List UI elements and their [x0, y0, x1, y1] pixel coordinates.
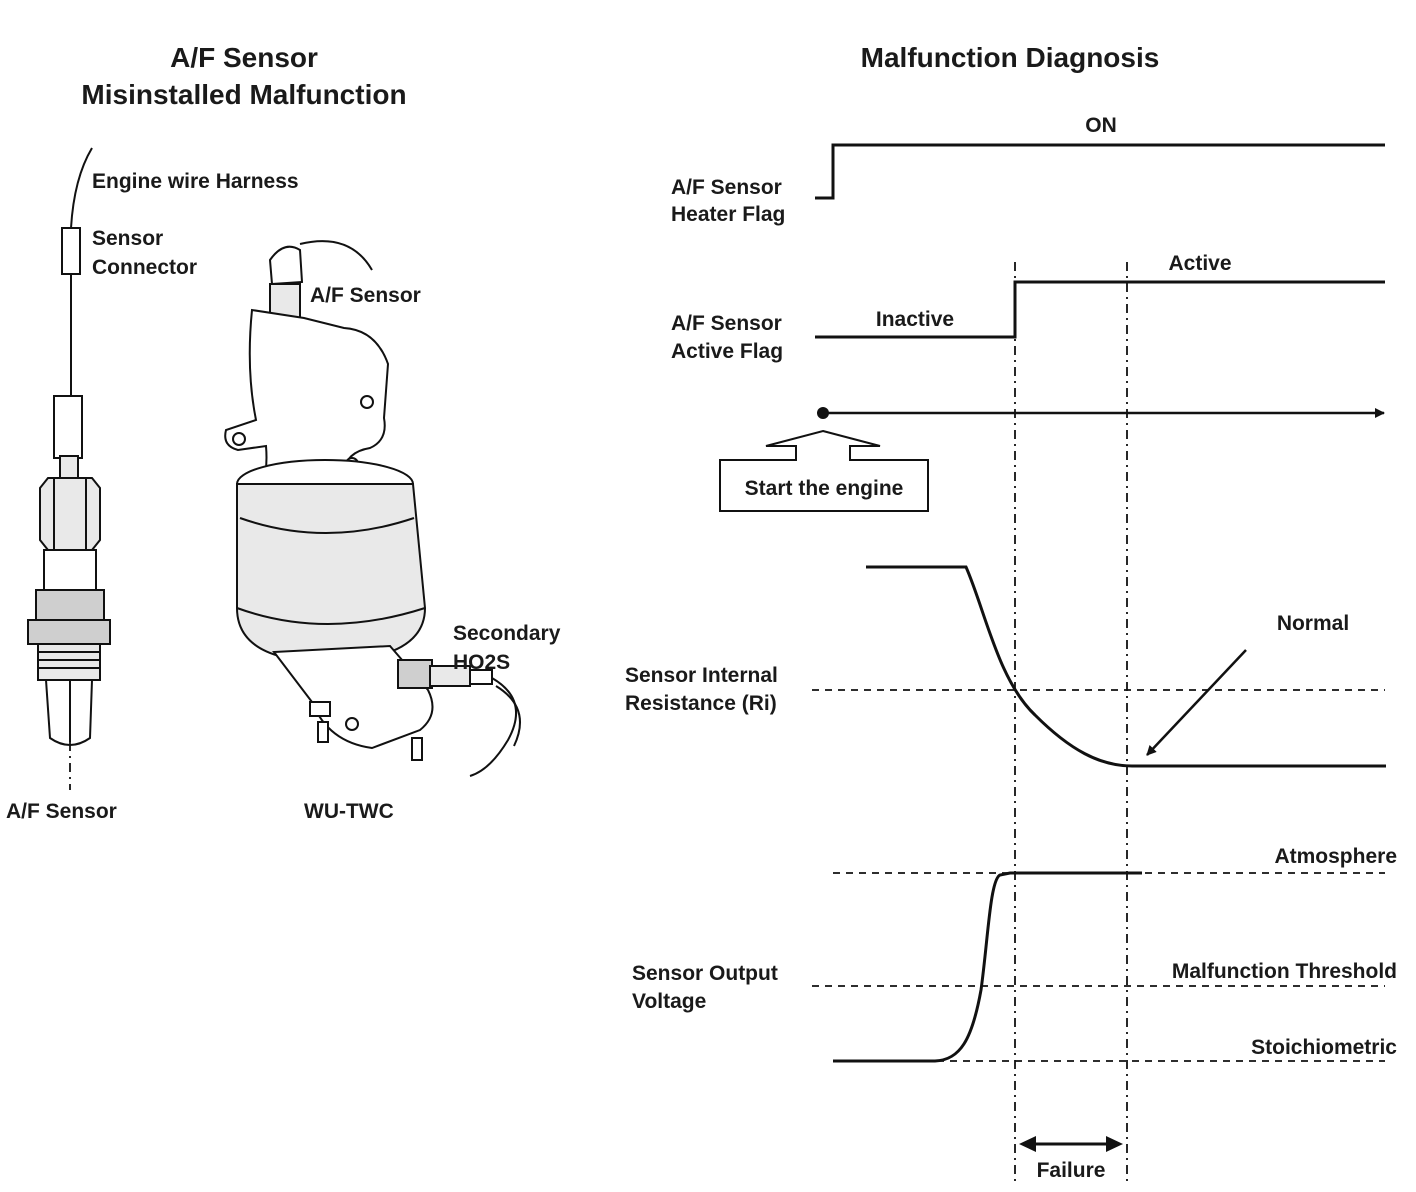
left-panel: A/F Sensor Misinstalled Malfunction — [6, 42, 561, 823]
left-title-line1: A/F Sensor — [170, 42, 318, 73]
outlet-stud-3 — [411, 737, 423, 761]
wutwc-caption: WU-TWC — [304, 800, 394, 823]
heater-flag-label-line1: A/F Sensor — [671, 176, 782, 199]
harness-wire-upper — [70, 147, 93, 229]
normal-pointer-arrow — [1146, 649, 1247, 756]
malfunction-threshold-label: Malfunction Threshold — [1172, 960, 1397, 983]
flange-bolt-hole-1 — [232, 432, 246, 446]
sensor-sleeve — [43, 549, 97, 591]
active-flag-label-line1: A/F Sensor — [671, 312, 782, 335]
voltage-label-line2: Voltage — [632, 990, 706, 1013]
catalyst-shell — [236, 483, 427, 664]
flange-bolt-hole-3 — [360, 395, 374, 409]
timeline: Start the engine — [719, 407, 1385, 512]
voltage-label-line1: Sensor Output — [632, 962, 778, 985]
outlet-flange — [272, 644, 434, 750]
stoichiometric-label: Stoichiometric — [1251, 1036, 1397, 1059]
sensor-hex-nut — [35, 589, 105, 621]
heater-flag-trace — [815, 143, 1385, 200]
secondary-ho2s-cable — [469, 677, 517, 777]
resistance-trace — [866, 565, 1386, 768]
sensor-cable-boot — [53, 395, 83, 459]
voltage-trace — [833, 871, 1142, 1063]
sensor-gasket — [27, 619, 111, 645]
active-flag-label-line2: Active Flag — [671, 340, 783, 363]
af-sensor-upper-label: A/F Sensor — [310, 284, 421, 307]
secondary-ho2s-hex — [397, 659, 433, 689]
sensor-connector-label-line2: Connector — [92, 256, 197, 279]
start-engine-label: Start the engine — [745, 477, 904, 500]
heater-flag-signal: A/F Sensor Heater Flag ON — [671, 114, 1385, 226]
heater-on-label: ON — [1085, 114, 1117, 137]
sensor-connector-label-line1: Sensor — [92, 227, 163, 250]
start-engine-callout — [719, 429, 929, 512]
atmosphere-label: Atmosphere — [1274, 845, 1397, 868]
right-panel: Malfunction Diagnosis A/F Sensor Heater … — [625, 42, 1397, 1184]
secondary-ho2s-boot — [469, 669, 493, 685]
sensor-connector-icon — [61, 227, 81, 275]
active-label: Active — [1168, 252, 1231, 275]
sensor-upper-body — [39, 477, 101, 551]
af-sensor-plug — [268, 245, 304, 286]
failure-window: Failure — [1019, 1136, 1123, 1182]
heater-flag-label-line2: Heater Flag — [671, 203, 785, 226]
sensor-thread — [37, 643, 101, 681]
normal-label: Normal — [1277, 612, 1349, 635]
af-sensor-illustration — [27, 147, 111, 790]
left-title-line2: Misinstalled Malfunction — [81, 79, 406, 110]
sensor-crimp — [59, 455, 79, 479]
outlet-stud-2 — [317, 721, 329, 743]
wutwc-illustration — [224, 240, 521, 777]
failure-arrow-left — [1019, 1136, 1036, 1152]
af-sensor-cable — [299, 240, 373, 271]
inactive-label: Inactive — [876, 308, 954, 331]
af-sensor-caption: A/F Sensor — [6, 800, 117, 823]
resistance-signal: Sensor Internal Resistance (Ri) Normal — [625, 565, 1386, 768]
voltage-signal: Sensor Output Voltage Atmosphere Malfunc… — [632, 845, 1397, 1063]
outlet-stud-1 — [309, 701, 331, 717]
failure-label: Failure — [1037, 1159, 1106, 1182]
resistance-label-line2: Resistance (Ri) — [625, 692, 777, 715]
resistance-label-line1: Sensor Internal — [625, 664, 778, 687]
active-flag-signal: A/F Sensor Active Flag Inactive Active — [671, 252, 1385, 363]
outlet-bolt-1 — [345, 717, 359, 731]
failure-arrow-right — [1106, 1136, 1123, 1152]
right-title: Malfunction Diagnosis — [861, 42, 1160, 73]
secondary-label-line1: Secondary — [453, 622, 561, 645]
engine-wire-harness-label: Engine wire Harness — [92, 170, 299, 193]
secondary-label-line2: HO2S — [453, 651, 510, 674]
active-flag-trace — [815, 280, 1385, 339]
